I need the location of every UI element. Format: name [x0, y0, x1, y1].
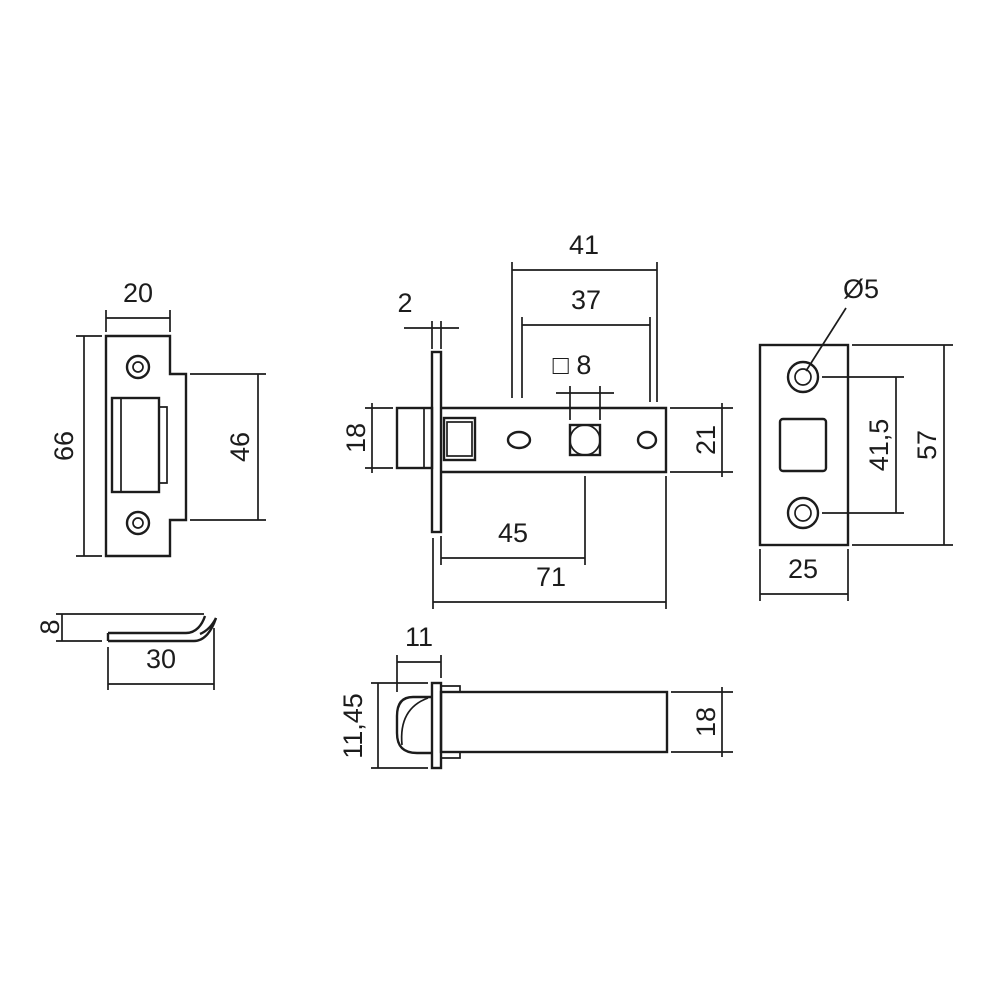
- dim-backset-label: 45: [498, 518, 528, 548]
- dim-lines: [521, 317, 651, 402]
- dim-screw-hole-dia: Ø5: [843, 274, 879, 304]
- dim-lines: [852, 344, 953, 546]
- dim-case-height: 21: [670, 403, 733, 477]
- dim-bolt-width-label: 11: [405, 622, 433, 652]
- dim-hole-span: 37: [521, 285, 651, 402]
- faceplate-edge: [430, 681, 443, 770]
- lip-profile-hook: [199, 617, 218, 636]
- dim-bolt-height-label: 18: [341, 423, 371, 453]
- latch-opening: [110, 396, 161, 494]
- dim-faceplate-thickness-label: 2: [397, 288, 412, 318]
- spindle-follower: [569, 424, 601, 456]
- latch-bolt-rounded: [395, 695, 432, 755]
- guide-tab: [441, 685, 461, 692]
- screw-hole: [786, 496, 820, 530]
- guide-tab: [441, 752, 461, 759]
- view-faceplate-front: Ø5 57 41,5 25: [758, 274, 953, 601]
- case-hole: [636, 430, 658, 450]
- dim-top-length: 41: [511, 230, 658, 402]
- bolt-tail-inner: [446, 421, 473, 457]
- dim-plate-width-label: 25: [788, 554, 818, 584]
- dim-top-length-label: 41: [569, 230, 599, 260]
- dim-lip-width: 30: [107, 628, 215, 690]
- dim-profile-height: 11,45: [338, 682, 428, 769]
- view-strike-lip-profile: 8 30: [35, 613, 218, 690]
- view-strike-plate-front: 20 66 46: [49, 278, 266, 558]
- dim-lines: [107, 628, 215, 690]
- dim-case-width-label: 18: [691, 707, 721, 737]
- leader-line: [805, 307, 847, 372]
- dim-lines: [371, 682, 428, 769]
- dim-lines: [396, 655, 442, 692]
- dim-case-width: 18: [671, 687, 733, 757]
- view-latch-side: 2 41 37 □ 8 18 21 45 71: [341, 230, 733, 609]
- dim-spindle-square: □ 8: [553, 350, 614, 420]
- dim-profile-height-label: 11,45: [338, 693, 368, 759]
- dim-spindle-square-label: □ 8: [553, 350, 592, 380]
- dim-lines: [404, 321, 459, 349]
- dim-screw-hole-dia-label: Ø5: [843, 274, 879, 304]
- dim-overall-length-label: 71: [536, 562, 566, 592]
- dim-lines: [105, 310, 171, 332]
- dim-lines: [190, 373, 266, 521]
- dim-plate-width: 25: [759, 549, 849, 601]
- dim-lines: [365, 403, 393, 473]
- dim-backset: 45: [440, 476, 586, 565]
- faceplate-edge: [430, 350, 443, 534]
- dim-hole-span-label: 37: [571, 285, 601, 315]
- dim-lines: [556, 386, 614, 420]
- latch-bolt: [395, 406, 434, 470]
- screw-hole-inner: [794, 368, 812, 386]
- dim-strike-width-label: 20: [123, 278, 153, 308]
- screw-hole-inner: [132, 517, 144, 529]
- dim-screw-spacing-label: 41,5: [864, 419, 894, 472]
- dim-strike-width: 20: [105, 278, 171, 332]
- view-latch-top: 11 11,45 18: [338, 622, 733, 770]
- screw-hole: [125, 354, 151, 380]
- dim-case-height-label: 21: [691, 425, 721, 455]
- dim-lines: [440, 476, 586, 565]
- dim-plate-height: 57: [852, 344, 953, 546]
- lip-profile-top-edge: [108, 615, 207, 635]
- dim-lip-thickness: 8: [35, 613, 204, 642]
- dim-lines: [822, 376, 904, 514]
- dim-lines: [56, 613, 204, 642]
- latch-opening-step: [159, 406, 168, 484]
- dim-lines: [671, 687, 733, 757]
- lip-profile-bottom-edge: [108, 617, 218, 643]
- latch-case-outline: [439, 690, 669, 754]
- dim-lines: [432, 476, 667, 609]
- dim-strike-height: 66: [49, 335, 102, 557]
- strike-plate-outline: [104, 334, 188, 558]
- screw-hole: [125, 510, 151, 536]
- case-hole: [506, 430, 532, 450]
- faceplate-outline: [758, 343, 850, 547]
- bolt-tail-outer: [442, 416, 477, 462]
- dim-plate-height-label: 57: [912, 430, 942, 460]
- screw-hole-inner: [132, 361, 144, 373]
- dim-bolt-height: 18: [341, 403, 393, 473]
- dim-lines: [670, 403, 733, 477]
- dim-lines: [511, 262, 658, 402]
- dim-lip-thickness-label: 8: [35, 619, 65, 634]
- dim-strike-flange-height: 46: [190, 373, 266, 521]
- screw-hole-inner: [794, 504, 812, 522]
- dim-screw-spacing: 41,5: [822, 376, 904, 514]
- dim-lines: [76, 335, 102, 557]
- dim-overall-length: 71: [432, 476, 667, 609]
- dim-faceplate-thickness: 2: [397, 288, 459, 349]
- dim-bolt-width: 11: [396, 622, 442, 692]
- dim-strike-flange-height-label: 46: [225, 432, 255, 462]
- latch-bolt-bevel-arc: [400, 697, 429, 746]
- bolt-opening: [778, 417, 828, 473]
- screw-hole: [786, 360, 820, 394]
- latch-case-outline: [441, 406, 668, 474]
- dim-lip-width-label: 30: [146, 644, 176, 674]
- dim-lines: [759, 549, 849, 601]
- dim-strike-height-label: 66: [49, 431, 79, 461]
